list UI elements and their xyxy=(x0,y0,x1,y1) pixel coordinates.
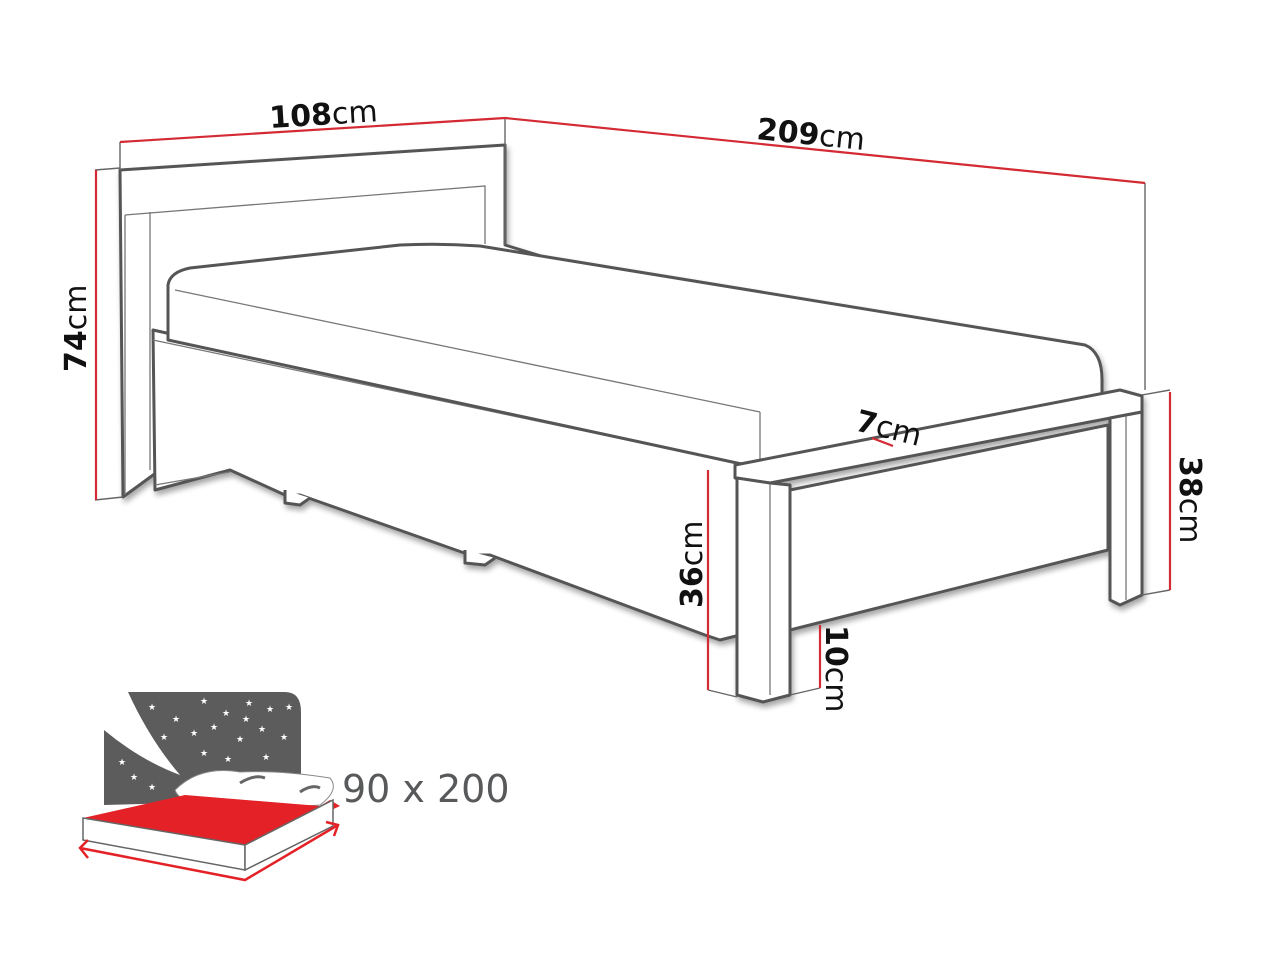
svg-text:★: ★ xyxy=(245,699,253,709)
bed-drawing xyxy=(118,143,1144,704)
svg-text:★: ★ xyxy=(222,709,230,719)
svg-text:★: ★ xyxy=(148,703,156,713)
leg xyxy=(463,550,496,567)
leg-height-label: 10cm xyxy=(818,625,853,712)
headboard-height-label: 74cm xyxy=(59,285,94,372)
frame-height-label: 36cm xyxy=(675,521,710,608)
svg-text:★: ★ xyxy=(172,715,180,725)
svg-text:★: ★ xyxy=(242,715,250,725)
svg-text:★: ★ xyxy=(210,723,218,733)
stars-icon: ★★★ ★★★ ★★★ ★★★ ★★★ ★★★ ★★★ xyxy=(118,697,293,793)
svg-text:★: ★ xyxy=(130,773,138,783)
svg-text:★: ★ xyxy=(200,697,208,707)
width-dimension-line xyxy=(119,116,506,144)
leg xyxy=(283,490,311,507)
footboard-thickness-line xyxy=(871,436,894,448)
svg-text:★: ★ xyxy=(262,753,270,763)
dimension-labels: 108cm 209cm 74cm 38cm 36cm 10cm 7cm xyxy=(59,94,1207,712)
footboard-height-label: 38cm xyxy=(1172,456,1207,543)
length-dimension-line xyxy=(504,116,1146,185)
footboard-left-post xyxy=(735,476,792,704)
svg-text:★: ★ xyxy=(200,749,208,759)
svg-text:★: ★ xyxy=(118,758,126,768)
svg-text:★: ★ xyxy=(236,735,244,745)
footboard-panel xyxy=(788,423,1110,632)
length-label: 209cm xyxy=(755,112,866,158)
svg-text:★: ★ xyxy=(148,783,156,793)
mattress xyxy=(166,242,1104,470)
svg-text:★: ★ xyxy=(280,733,288,743)
dimension-lines xyxy=(94,116,1172,698)
svg-text:★: ★ xyxy=(190,729,198,739)
svg-text:★: ★ xyxy=(266,705,274,715)
width-label: 108cm xyxy=(268,94,378,136)
svg-text:★: ★ xyxy=(160,733,168,743)
svg-text:★: ★ xyxy=(285,703,293,713)
svg-text:★: ★ xyxy=(224,755,232,765)
svg-text:★: ★ xyxy=(150,751,158,761)
svg-text:★: ★ xyxy=(258,725,266,735)
mattress-size-icon: ★★★ ★★★ ★★★ ★★★ ★★★ ★★★ ★★★ 90 x 200 xyxy=(78,692,510,882)
mattress-size-label: 90 x 200 xyxy=(342,767,510,811)
